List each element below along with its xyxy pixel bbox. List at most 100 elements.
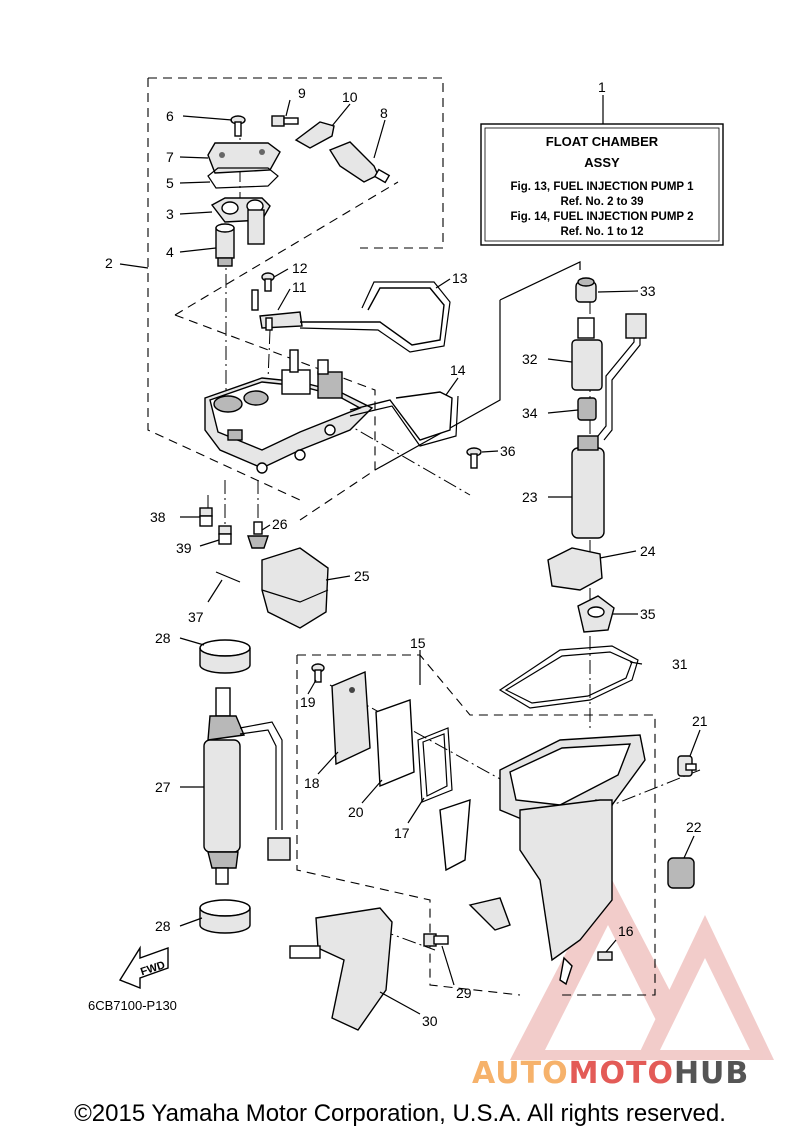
part-11-hose-joint xyxy=(251,289,303,331)
part-25-cover xyxy=(261,547,329,629)
watermark-brand: AUTOMOTOHUB xyxy=(472,1056,749,1091)
callout-4: 4 xyxy=(166,244,174,260)
part-29-bolt xyxy=(423,933,449,947)
group-outline-15 xyxy=(296,654,656,996)
info-title-1: FLOAT CHAMBER xyxy=(546,134,659,149)
part-37-pin xyxy=(215,571,241,583)
callout-20: 20 xyxy=(348,804,364,820)
callout-34: 34 xyxy=(522,405,538,421)
part-14-hose xyxy=(349,391,459,447)
callout-31: 31 xyxy=(672,656,688,672)
part-30-bracket xyxy=(289,907,393,1031)
part-24-holder xyxy=(547,547,603,591)
callout-36: 36 xyxy=(500,443,516,459)
callout-17: 17 xyxy=(394,825,410,841)
info-line-4: Ref. No. 2 to 39 xyxy=(560,196,643,208)
callout-22: 22 xyxy=(686,819,702,835)
part-13-hose xyxy=(299,281,451,353)
group-outline-2 xyxy=(147,77,444,521)
part-6-screw xyxy=(230,115,246,137)
part-28-collar-top xyxy=(199,639,251,674)
part-3-sleeve xyxy=(247,209,265,245)
part-12-screw xyxy=(261,272,275,292)
part-31-gasket xyxy=(498,645,639,709)
part-27-pump xyxy=(203,687,291,885)
watermark-auto: AUTO xyxy=(472,1056,569,1091)
watermark-logo xyxy=(510,872,774,1060)
copyright-notice: ©2015 Yamaha Motor Corporation, U.S.A. A… xyxy=(74,1100,726,1127)
callout-5: 5 xyxy=(166,175,174,191)
part-7-cover xyxy=(207,142,281,174)
part-34-damper xyxy=(577,397,597,421)
info-line-5: Fig. 14, FUEL INJECTION PUMP 2 xyxy=(511,211,694,223)
callout-14: 14 xyxy=(450,362,466,378)
callout-19: 19 xyxy=(300,694,316,710)
callout-37: 37 xyxy=(188,609,204,625)
callout-3: 3 xyxy=(166,206,174,222)
callout-6: 6 xyxy=(166,108,174,124)
callout-28b: 28 xyxy=(155,918,171,934)
part-32-filter xyxy=(571,317,603,391)
callout-7: 7 xyxy=(166,149,174,165)
callout-10: 10 xyxy=(342,89,358,105)
part-23-fuel-pump xyxy=(571,313,647,539)
callout-32: 32 xyxy=(522,351,538,367)
callout-29: 29 xyxy=(456,985,472,1001)
part-8-sensor xyxy=(328,141,391,184)
callout-13: 13 xyxy=(452,270,468,286)
leader-lines xyxy=(119,99,701,1015)
callout-15: 15 xyxy=(410,635,426,651)
info-line-6: Ref. No. 1 to 12 xyxy=(560,226,643,238)
callout-39: 39 xyxy=(176,540,192,556)
part-39-bolt xyxy=(218,525,232,545)
callout-18: 18 xyxy=(304,775,320,791)
part-15-float-chamber xyxy=(439,734,646,962)
callout-23: 23 xyxy=(522,489,538,505)
part-28-collar-bottom xyxy=(199,899,251,934)
callout-8: 8 xyxy=(380,105,388,121)
part-33-grommet xyxy=(575,277,597,303)
part-26-pin xyxy=(247,521,269,549)
callout-25: 25 xyxy=(354,568,370,584)
callout-1: 1 xyxy=(598,79,606,95)
callout-2: 2 xyxy=(105,255,113,271)
callout-24: 24 xyxy=(640,543,656,559)
part-20-plate xyxy=(375,699,415,788)
callout-9: 9 xyxy=(298,85,306,101)
callout-11: 11 xyxy=(292,279,307,295)
part-22-mount xyxy=(667,857,695,889)
watermark-moto: MOTO xyxy=(568,1056,674,1091)
info-line-3: Fig. 13, FUEL INJECTION PUMP 1 xyxy=(511,181,695,193)
center-lines xyxy=(207,120,701,951)
part-2-chamber-body xyxy=(204,349,374,474)
part-17-gasket xyxy=(417,727,453,803)
callout-33: 33 xyxy=(640,283,656,299)
part-5-gasket xyxy=(207,167,279,189)
watermark-hub: HUB xyxy=(673,1056,750,1091)
callout-28a: 28 xyxy=(155,630,171,646)
diagram-code: 6CB7100-P130 xyxy=(88,998,177,1013)
part-21-bolt xyxy=(677,755,697,777)
fwd-arrow-icon: FWD xyxy=(118,945,169,990)
part-38-bolt xyxy=(199,507,213,527)
callout-12: 12 xyxy=(292,260,308,276)
part-10-bracket xyxy=(294,121,335,149)
callout-35: 35 xyxy=(640,606,656,622)
callout-30: 30 xyxy=(422,1013,438,1029)
part-35-bracket xyxy=(577,595,615,633)
callout-numbers: 2 3 4 5 6 7 8 9 10 11 12 13 14 15 16 17 … xyxy=(105,85,708,1029)
part-19-screw xyxy=(311,663,325,683)
part-9-bolt xyxy=(271,115,299,127)
callout-16: 16 xyxy=(618,923,634,939)
float-chamber-info-box: 1 FLOAT CHAMBER ASSY Fig. 13, FUEL INJEC… xyxy=(480,79,724,246)
part-4-collar xyxy=(215,223,235,267)
callout-26: 26 xyxy=(272,516,288,532)
callout-21: 21 xyxy=(692,713,708,729)
info-title-2: ASSY xyxy=(584,155,620,170)
part-18-plate xyxy=(331,670,371,766)
part-16-screw xyxy=(559,951,613,986)
part-36-screw xyxy=(466,447,482,469)
callout-38: 38 xyxy=(150,509,166,525)
callout-27: 27 xyxy=(155,779,171,795)
